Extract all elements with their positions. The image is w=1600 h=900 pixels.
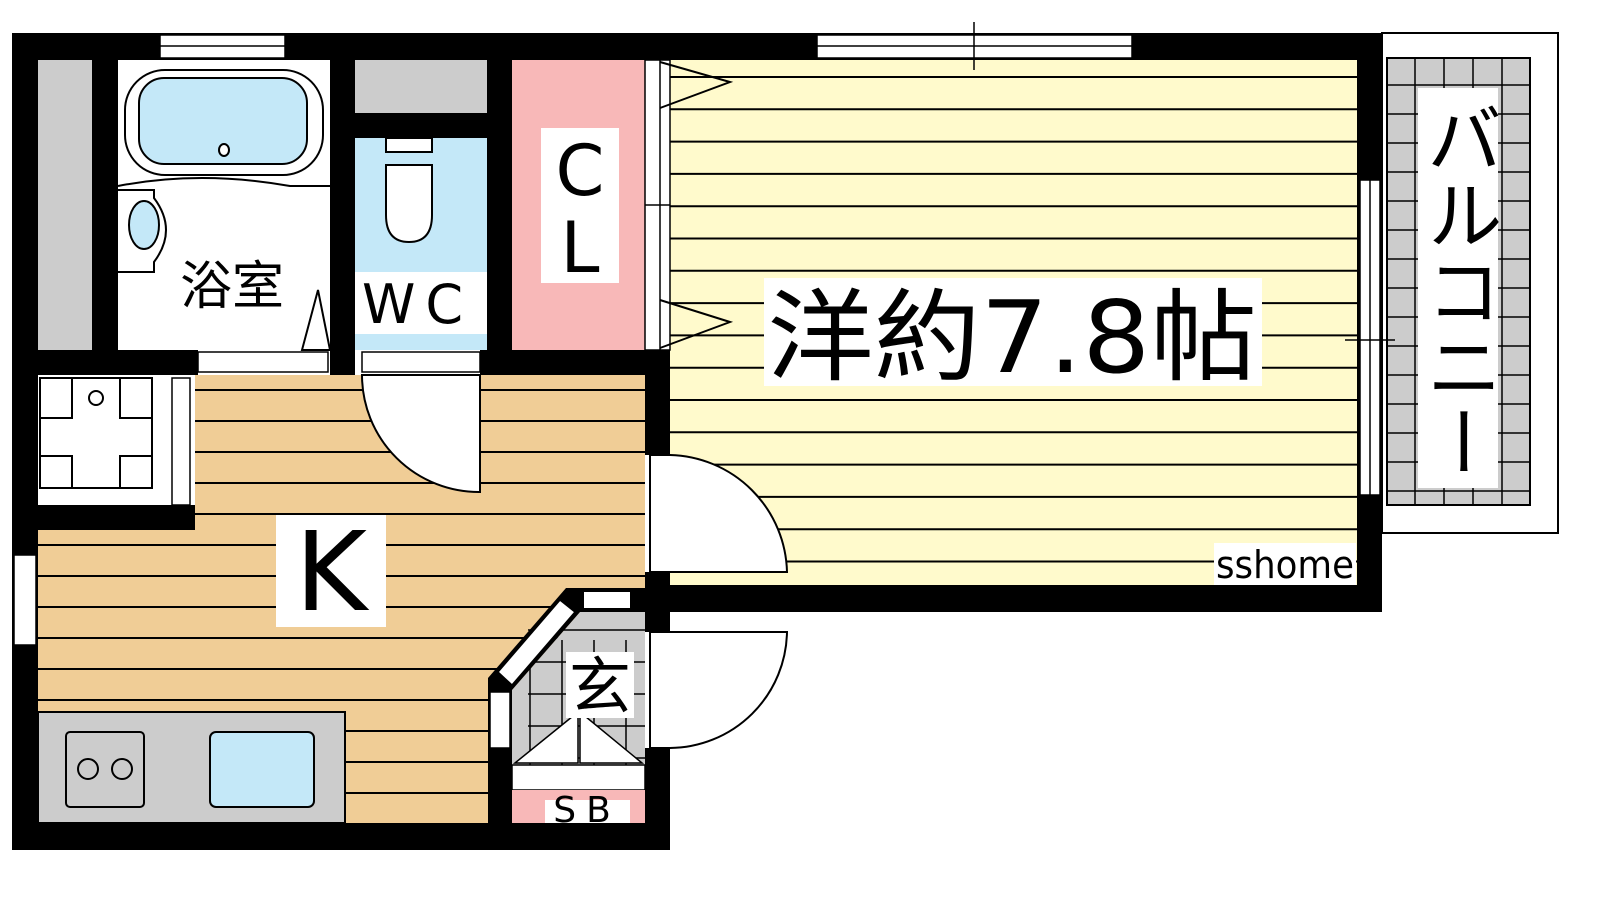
storage-gray (38, 60, 92, 350)
label-entrance: 玄 (569, 650, 631, 723)
toilet (385, 164, 433, 244)
label-bath: 浴室 (180, 257, 284, 317)
watermark: sshome (1216, 543, 1354, 587)
walls (12, 33, 1382, 850)
balcony (1381, 32, 1559, 534)
label-closet-l: L (561, 207, 600, 289)
door-entrance[interactable] (649, 631, 789, 749)
label-balcony: バルコニー (1414, 100, 1503, 480)
label-closet-c: C (556, 130, 605, 212)
door-wc[interactable] (360, 374, 481, 494)
wc-storage (355, 60, 487, 113)
stove (65, 731, 145, 808)
window-kitchen (13, 554, 37, 646)
label-shoe-box: SB (553, 790, 621, 831)
bathtub-inner (138, 77, 308, 165)
door-room[interactable] (649, 454, 789, 573)
label-western-room: 洋約7.8帖 (767, 279, 1257, 396)
sink (209, 731, 315, 808)
label-kitchen: K (295, 508, 370, 636)
bathtub (124, 69, 324, 176)
label-wc: WC (362, 273, 473, 336)
